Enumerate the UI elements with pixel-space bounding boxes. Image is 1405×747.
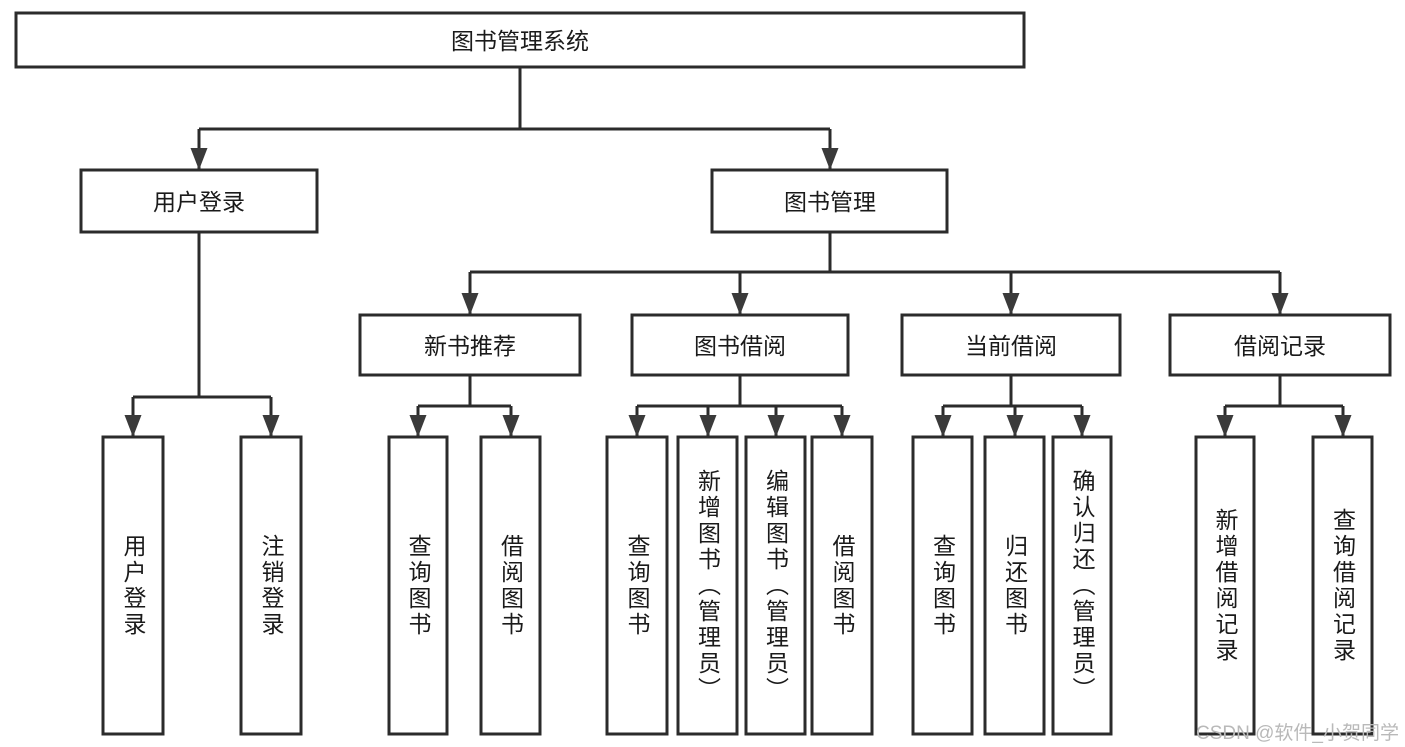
node-leaf-query-book-3-rect[interactable] bbox=[911, 435, 974, 736]
current-borrow-to-leaves-arrow-2 bbox=[1073, 415, 1091, 437]
node-borrow-record[interactable]: 借阅记录 bbox=[1168, 313, 1392, 377]
node-leaf-logout-rect[interactable] bbox=[239, 435, 303, 736]
node-current-borrow[interactable]: 当前借阅 bbox=[900, 313, 1122, 377]
node-leaf-return-book-rect[interactable] bbox=[983, 435, 1046, 736]
csdn-watermark: CSDN @软件_小贺同学 bbox=[1196, 723, 1399, 744]
root-to-level2-arrow-0 bbox=[190, 148, 208, 170]
node-leaf-confirm-return[interactable] bbox=[1051, 435, 1113, 736]
node-root[interactable]: 图书管理系统 bbox=[14, 11, 1026, 69]
node-leaf-borrow-book-2-rect[interactable] bbox=[810, 435, 874, 736]
node-current-borrow-label: 当前借阅 bbox=[965, 333, 1057, 359]
node-user-login-label: 用户登录 bbox=[153, 189, 245, 215]
node-leaf-query-record[interactable] bbox=[1311, 435, 1374, 736]
bookmanage-to-level3-arrow-0 bbox=[461, 293, 479, 315]
node-book-manage-label: 图书管理 bbox=[784, 189, 876, 215]
book-borrow-to-leaves-arrow-2 bbox=[767, 415, 785, 437]
node-current-borrow-rect[interactable] bbox=[900, 313, 1122, 377]
connector-layer bbox=[124, 67, 1352, 437]
node-book-borrow-rect[interactable] bbox=[630, 313, 850, 377]
node-leaf-borrow-book-2[interactable] bbox=[810, 435, 874, 736]
node-leaf-return-book[interactable] bbox=[983, 435, 1046, 736]
node-leaf-borrow-book-1[interactable] bbox=[479, 435, 542, 736]
node-borrow-record-rect[interactable] bbox=[1168, 313, 1392, 377]
node-root-label: 图书管理系统 bbox=[451, 28, 589, 54]
book-borrow-to-leaves-arrow-1 bbox=[699, 415, 717, 437]
book-borrow-to-leaves-arrow-0 bbox=[628, 415, 646, 437]
node-leaf-user-login-rect[interactable] bbox=[101, 435, 165, 736]
node-leaf-query-record-rect[interactable] bbox=[1311, 435, 1374, 736]
node-leaf-edit-book[interactable] bbox=[744, 435, 807, 736]
node-book-borrow[interactable]: 图书借阅 bbox=[630, 313, 850, 377]
borrow-record-to-leaves-arrow-0 bbox=[1216, 415, 1234, 437]
node-new-book-rec-rect[interactable] bbox=[358, 313, 582, 377]
node-leaf-confirm-return-rect[interactable] bbox=[1051, 435, 1113, 736]
node-leaf-logout[interactable] bbox=[239, 435, 303, 736]
book-borrow-to-leaves-arrow-3 bbox=[833, 415, 851, 437]
node-leaf-add-record-rect[interactable] bbox=[1194, 435, 1256, 736]
user-login-to-leaves-arrow-0 bbox=[124, 415, 142, 437]
borrow-record-to-leaves-arrow-1 bbox=[1334, 415, 1352, 437]
user-login-to-leaves-arrow-1 bbox=[262, 415, 280, 437]
bookmanage-to-level3-arrow-2 bbox=[1002, 293, 1020, 315]
node-leaf-borrow-book-1-rect[interactable] bbox=[479, 435, 542, 736]
node-leaf-user-login[interactable] bbox=[101, 435, 165, 736]
node-user-login[interactable]: 用户登录 bbox=[79, 168, 319, 234]
current-borrow-to-leaves-arrow-1 bbox=[1006, 415, 1024, 437]
node-leaf-query-book-3[interactable] bbox=[911, 435, 974, 736]
node-user-login-rect[interactable] bbox=[79, 168, 319, 234]
new-book-rec-to-leaves-arrow-1 bbox=[502, 415, 520, 437]
node-new-book-rec[interactable]: 新书推荐 bbox=[358, 313, 582, 377]
node-leaf-add-record[interactable] bbox=[1194, 435, 1256, 736]
node-leaf-query-book-2[interactable] bbox=[605, 435, 669, 736]
node-leaf-query-book-2-rect[interactable] bbox=[605, 435, 669, 736]
node-book-manage-rect[interactable] bbox=[710, 168, 949, 234]
current-borrow-to-leaves-arrow-0 bbox=[934, 415, 952, 437]
node-borrow-record-label: 借阅记录 bbox=[1234, 333, 1326, 359]
node-leaf-query-book-1[interactable] bbox=[387, 435, 449, 736]
root-to-level2-arrow-1 bbox=[821, 148, 839, 170]
bookmanage-to-level3-arrow-1 bbox=[731, 293, 749, 315]
node-root-rect[interactable] bbox=[14, 11, 1026, 69]
new-book-rec-to-leaves-arrow-0 bbox=[409, 415, 427, 437]
node-leaf-add-book[interactable] bbox=[676, 435, 739, 736]
node-new-book-rec-label: 新书推荐 bbox=[424, 333, 516, 359]
node-book-borrow-label: 图书借阅 bbox=[694, 333, 786, 359]
bookmanage-to-level3-arrow-3 bbox=[1271, 293, 1289, 315]
node-leaf-query-book-1-rect[interactable] bbox=[387, 435, 449, 736]
node-book-manage[interactable]: 图书管理 bbox=[710, 168, 949, 234]
node-leaf-edit-book-rect[interactable] bbox=[744, 435, 807, 736]
node-leaf-add-book-rect[interactable] bbox=[676, 435, 739, 736]
